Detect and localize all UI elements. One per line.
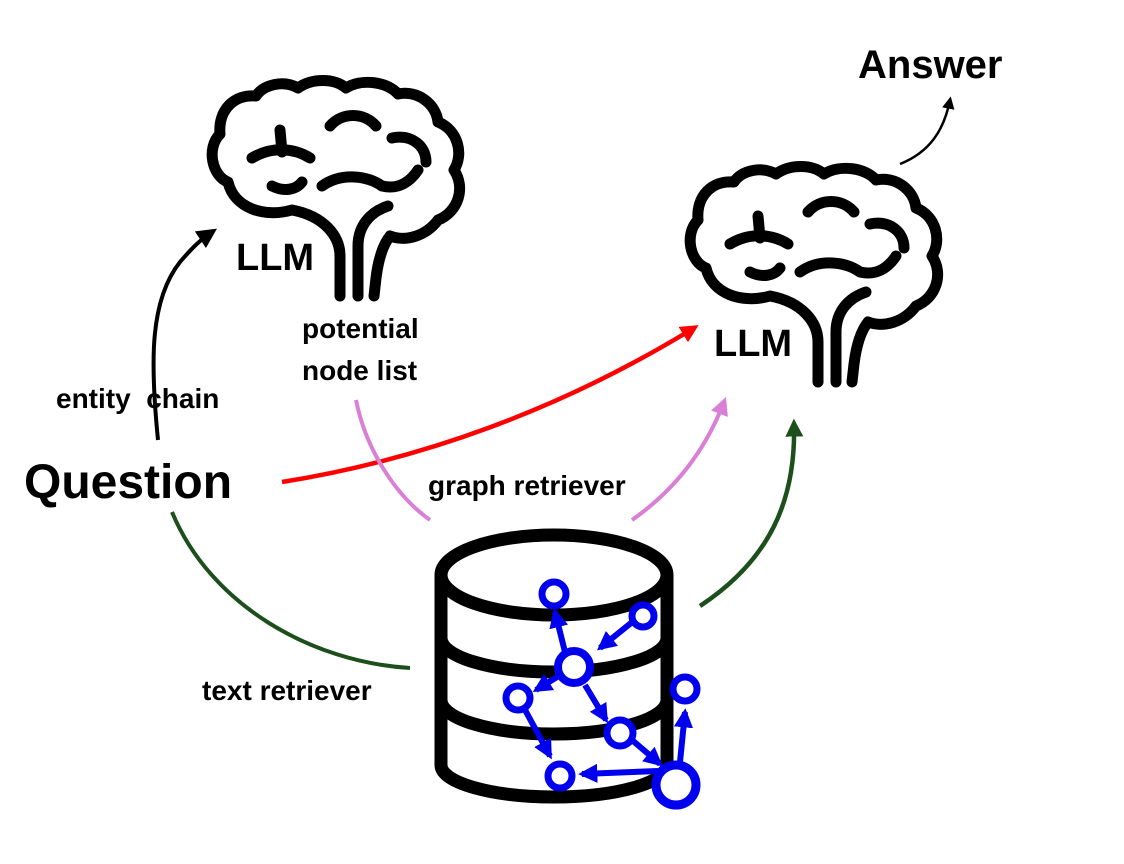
arc-potential-node-list-to-db <box>354 399 432 522</box>
text-retriever-label: text retriever <box>202 675 372 706</box>
answer-label: Answer <box>858 43 1003 87</box>
knowledge-graph-icon <box>502 578 701 810</box>
arrow-graph-retriever-to-right-llm <box>630 396 728 522</box>
entity-chain-label: entity chain <box>56 383 219 414</box>
llm-left-label: LLM <box>236 237 314 279</box>
graph-retriever-label: graph retriever <box>428 470 626 501</box>
database-icon <box>434 528 674 804</box>
arrow-question-to-right-llm <box>281 325 699 485</box>
arrow-right-llm-to-answer <box>899 96 955 166</box>
arrow-question-to-left-llm <box>151 228 217 441</box>
brain-icon-right <box>684 161 944 388</box>
llm-right-label: LLM <box>714 323 792 365</box>
potential-node-list-line2: node list <box>302 355 417 386</box>
arc-question-to-db-text <box>170 511 411 670</box>
brain-icon-left <box>206 75 466 302</box>
question-label: Question <box>24 456 232 509</box>
arrow-db-to-right-llm-text <box>698 418 804 608</box>
potential-node-list-line1: potential <box>302 313 419 344</box>
